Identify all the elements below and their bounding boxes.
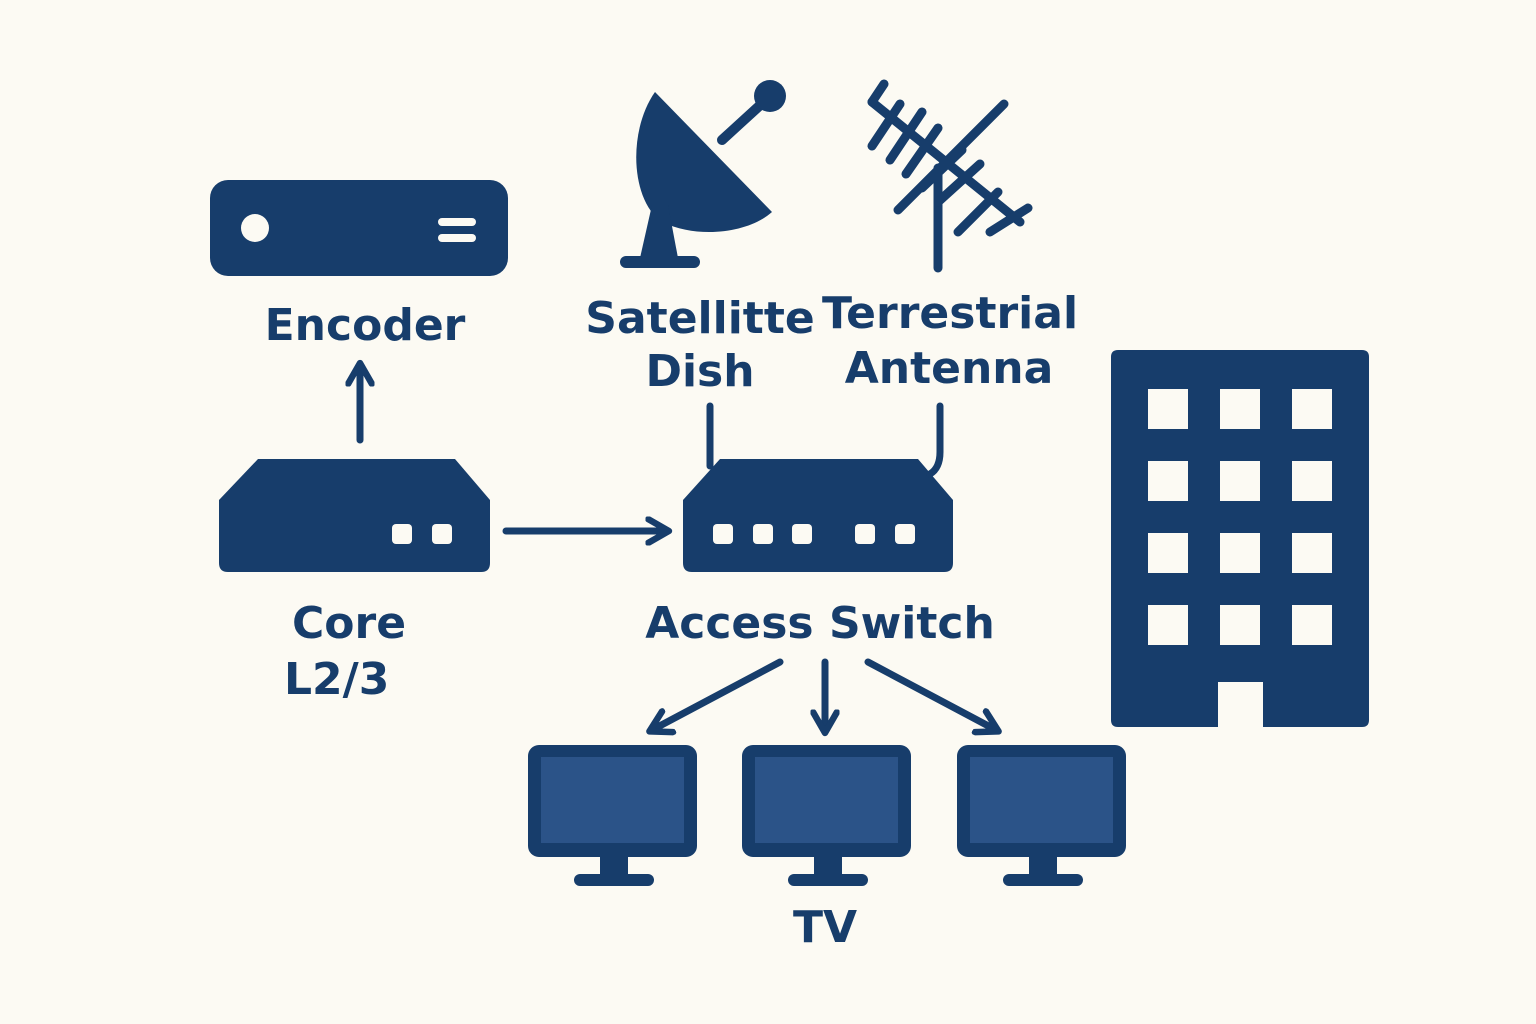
building-window: [1292, 389, 1332, 429]
building-window: [1292, 461, 1332, 501]
building-window: [1148, 605, 1188, 645]
satellite-label-line1: Satellitte: [585, 293, 815, 344]
building-window: [1292, 605, 1332, 645]
edges: [360, 366, 996, 730]
core-label-line1: Core: [292, 598, 407, 649]
building-window: [1220, 461, 1260, 501]
building-window: [1148, 389, 1188, 429]
edge-antenna-switch: [926, 402, 944, 478]
access-switch-label: Access Switch: [645, 598, 995, 649]
encoder-box-icon: [210, 180, 508, 276]
edge-switch-tv-right: [864, 658, 996, 730]
monitor-icon: [957, 745, 1126, 886]
encoder-label: Encoder: [264, 300, 466, 351]
building-window: [1220, 389, 1260, 429]
satellite-dish-icon: [620, 80, 786, 268]
building-window: [1148, 461, 1188, 501]
antenna-icon: [867, 79, 1033, 273]
building-window: [1220, 533, 1260, 573]
edge-switch-tv-left: [652, 658, 784, 730]
terrestrial-label-line2: Antenna: [844, 343, 1054, 394]
building-window: [1148, 533, 1188, 573]
switch-icon: [683, 459, 953, 572]
monitor-icon: [528, 745, 697, 886]
building-icon: [1111, 350, 1369, 727]
building-window: [1292, 533, 1332, 573]
monitor-icon: [742, 745, 911, 886]
router-icon: [219, 459, 490, 572]
tv-label: TV: [792, 902, 858, 953]
satellite-label-line2: Dish: [645, 346, 755, 397]
building-window: [1220, 605, 1260, 645]
terrestrial-label-line1: Terrestrial: [822, 288, 1079, 339]
core-label-line2: L2/3: [284, 654, 390, 705]
